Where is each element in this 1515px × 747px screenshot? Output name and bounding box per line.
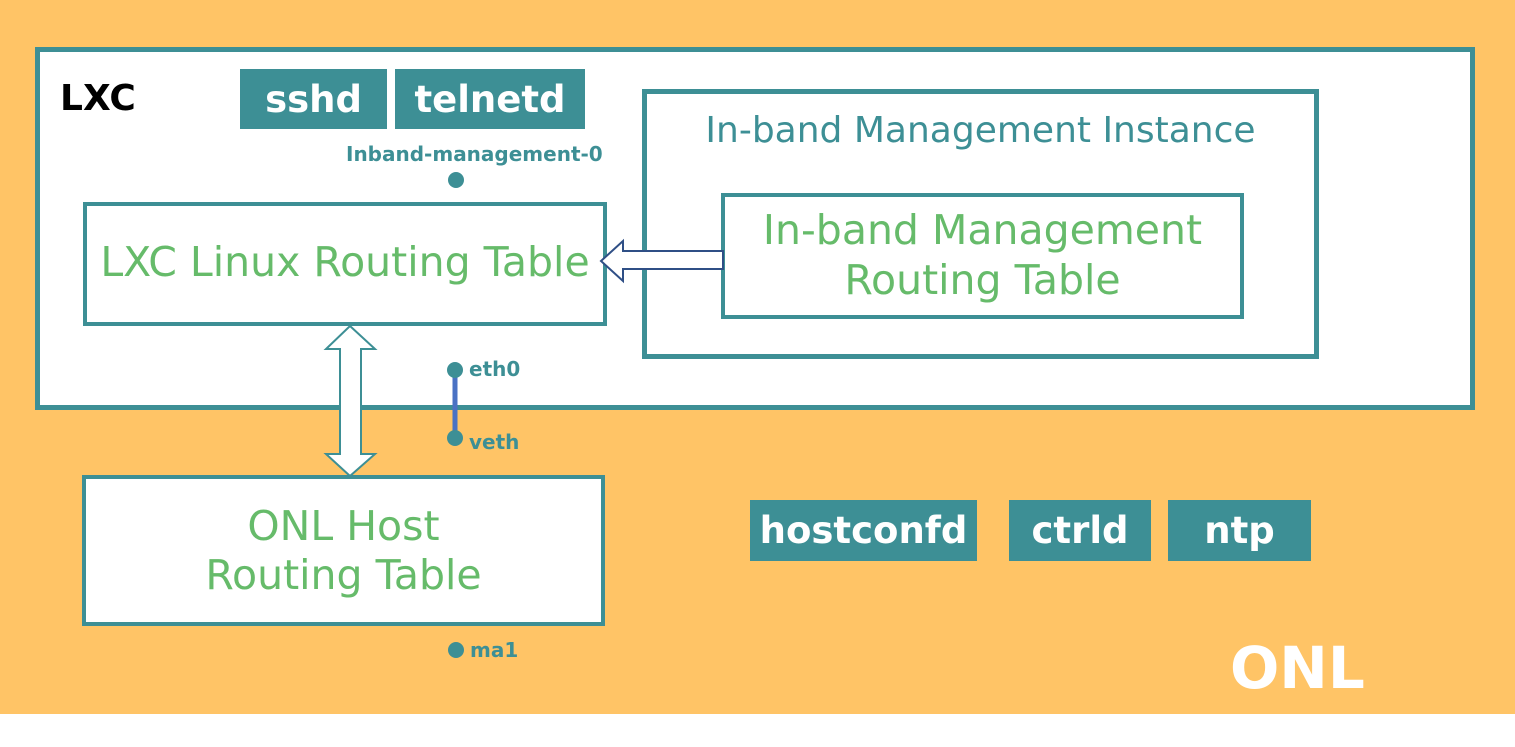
onl-routing-table-label-line1: ONL Host — [247, 502, 440, 550]
eth0-interface-dot — [447, 362, 463, 378]
lxc-routing-table-label: LXC Linux Routing Table — [100, 238, 590, 286]
hostconfd-service: hostconfd — [750, 500, 977, 561]
sshd-service: sshd — [240, 69, 387, 129]
veth-interface-dot — [447, 430, 463, 446]
ma1-interface-label: ma1 — [470, 638, 519, 662]
veth-interface-label: veth — [469, 430, 520, 454]
inband-routing-table-label-line1: In-band Management — [762, 206, 1203, 254]
onl-label: ONL — [1230, 634, 1365, 702]
ntp-service: ntp — [1168, 500, 1311, 561]
inband-routing-table-box — [721, 193, 1244, 319]
lxc-label: LXC — [60, 78, 136, 119]
inband-interface-label: Inband-management-0 — [346, 142, 603, 166]
lxc-onl-double-arrow — [323, 324, 378, 478]
eth0-interface-label: eth0 — [469, 357, 521, 381]
inband-instance-label: In-band Management Instance — [705, 110, 1256, 151]
onl-routing-table-label-line2: Routing Table — [205, 551, 482, 599]
inband-routing-table-label-line2: Routing Table — [844, 256, 1121, 304]
inband-to-lxc-arrow — [599, 238, 724, 284]
ma1-interface-dot — [448, 642, 464, 658]
telnetd-service: telnetd — [395, 69, 585, 129]
ctrld-service: ctrld — [1009, 500, 1151, 561]
inband-interface-dot — [448, 172, 464, 188]
onl-routing-table-box — [82, 475, 605, 626]
